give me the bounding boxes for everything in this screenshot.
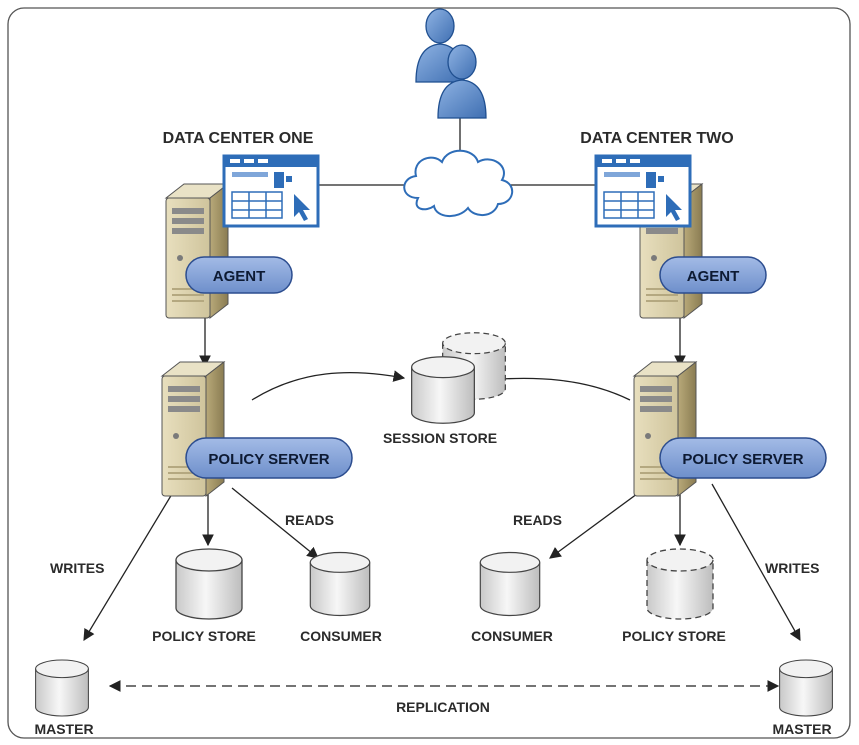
policy-server-label: POLICY SERVER [208,451,329,468]
policy1-reads-consumer-arrow [231,487,319,559]
policy1-writes-master-arrow [83,483,179,642]
connections [83,108,801,692]
consumer-right-database-icon [479,551,541,617]
policy-server-pill-dc2: POLICY SERVER [659,437,827,479]
server-icon [165,183,229,319]
master-right-label: MASTER [772,721,831,737]
policy-store-right-label: POLICY STORE [622,628,726,644]
session-store-database-icon [411,332,506,424]
policy-server-label: POLICY SERVER [682,451,803,468]
users-icon [415,8,487,119]
master-right-database-icon [779,659,833,717]
dc1-title: DATA CENTER ONE [163,130,314,147]
dc2-title: DATA CENTER TWO [580,130,733,147]
master-left-label: MASTER [34,721,93,737]
reads-left-label: READS [285,512,334,528]
policy-store-right-database-icon [646,548,714,620]
writes-right-label: WRITES [765,560,819,576]
agent-label: AGENT [687,268,740,285]
session-store-label: SESSION STORE [383,430,497,446]
policy2-reads-consumer-arrow [549,487,646,559]
replication-label: REPLICATION [396,699,490,715]
consumer-left-label: CONSUMER [300,628,382,644]
policy-store-left-label: POLICY STORE [152,628,256,644]
policy-store-left-database-icon [175,548,243,620]
agent-pill-dc2: AGENT [659,256,767,294]
policy2-writes-master-arrow [711,483,801,642]
master-left-database-icon [35,659,89,717]
browser-window-icon [222,154,320,228]
reads-right-label: READS [513,512,562,528]
browser-window-icon [594,154,692,228]
policy1-to-session-arrow [251,370,406,401]
agent-pill-dc1: AGENT [185,256,293,294]
consumer-right-label: CONSUMER [471,628,553,644]
agent-label: AGENT [213,268,266,285]
writes-left-label: WRITES [50,560,104,576]
policy-server-pill-dc1: POLICY SERVER [185,437,353,479]
cloud-icon [403,149,513,217]
diagram-frame [7,7,851,739]
policy2-to-session-arrow [484,373,631,401]
consumer-left-database-icon [309,551,371,617]
